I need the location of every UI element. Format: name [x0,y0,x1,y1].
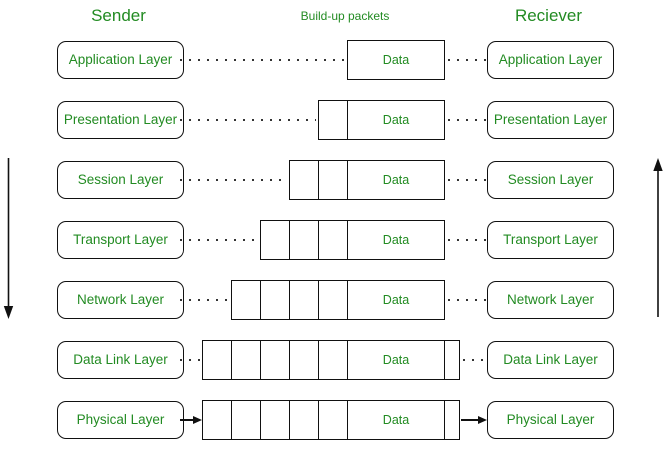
packet-data-label: Data [382,413,410,427]
packet-data-label: Data [382,53,410,67]
receiver-layer-box-network: Network Layer [487,281,614,319]
packet-data-label: Data [382,113,410,127]
packet-box-application: Data [347,40,445,80]
packet-header-cell [261,281,290,319]
receiver-layer-label-session: Session Layer [507,172,594,187]
packet-header-cell [261,221,290,259]
connector-dotted-left-network [180,298,229,302]
packet-header-cell [232,281,261,319]
connector-dotted-left-transport [180,238,258,242]
packet-data-label: Data [382,353,410,367]
packet-header-cell [319,101,348,139]
sender-layer-label-physical: Physical Layer [76,412,165,427]
sender-layer-box-physical: Physical Layer [57,401,184,439]
packet-header-cell [261,401,290,439]
sender-layer-box-session: Session Layer [57,161,184,199]
packet-header-cell [232,341,261,379]
receiver-layer-label-datalink: Data Link Layer [503,352,598,367]
receiver-layer-label-presentation: Presentation Layer [493,112,608,127]
sender-layer-label-datalink: Data Link Layer [73,352,168,367]
connector-dotted-right-presentation [448,118,486,122]
packet-header-cell [232,401,261,439]
packet-data-section-network: Data [348,281,444,319]
sender-layer-label-transport: Transport Layer [73,232,168,247]
sender-heading: Sender [91,6,146,25]
packet-data-label: Data [382,293,410,307]
connector-dotted-right-application [448,58,486,62]
receiver-heading: Reciever [514,6,583,25]
sender-layer-box-application: Application Layer [57,41,184,79]
receiver-layer-label-application: Application Layer [498,52,603,67]
packet-header-cell [319,161,348,199]
connector-dotted-right-session [448,178,486,182]
sender-downward-flow-arrow [3,158,14,319]
sender-layer-box-network: Network Layer [57,281,184,319]
packet-data-section-session: Data [348,161,444,199]
packet-header-cell [319,401,348,439]
packet-header-cell [290,341,319,379]
receiver-layer-label-network: Network Layer [506,292,595,307]
packet-header-cell [290,221,319,259]
receiver-layer-box-transport: Transport Layer [487,221,614,259]
packet-header-cell [203,341,232,379]
build-up-packets-heading: Build-up packets [300,9,390,23]
connector-arrow-left-head-physical [193,415,202,424]
packet-header-cell [319,281,348,319]
packet-data-label: Data [382,233,410,247]
connector-dotted-left-session [180,178,287,182]
sender-layer-box-transport: Transport Layer [57,221,184,259]
packet-header-cell [290,401,319,439]
connector-dotted-right-transport [448,238,486,242]
packet-header-cell [261,341,290,379]
packet-header-cell [319,341,348,379]
packet-box-datalink: Data [202,340,460,380]
receiver-layer-box-session: Session Layer [487,161,614,199]
packet-header-cell [319,221,348,259]
connector-dotted-right-datalink [463,358,486,362]
packet-header-cell [203,401,232,439]
receiver-upward-flow-arrow [653,158,663,317]
receiver-layer-label-transport: Transport Layer [503,232,598,247]
sender-layer-label-network: Network Layer [76,292,165,307]
connector-arrow-right-head-physical [478,415,487,424]
receiver-layer-box-presentation: Presentation Layer [487,101,614,139]
connector-dotted-left-presentation [180,118,316,122]
connector-arrow-right-line-physical [461,419,479,421]
sender-layer-box-datalink: Data Link Layer [57,341,184,379]
connector-dotted-left-datalink [180,358,200,362]
packet-box-presentation: Data [318,100,445,140]
connector-dotted-right-network [448,298,486,302]
packet-trailer-cell [444,401,459,439]
packet-data-section-application: Data [348,41,444,79]
packet-data-section-datalink: Data [348,341,444,379]
packet-header-cell [290,161,319,199]
packet-box-session: Data [289,160,445,200]
packet-box-transport: Data [260,220,445,260]
packet-trailer-cell [444,341,459,379]
packet-box-physical: Data [202,400,460,440]
receiver-layer-box-datalink: Data Link Layer [487,341,614,379]
receiver-layer-box-application: Application Layer [487,41,614,79]
receiver-layer-box-physical: Physical Layer [487,401,614,439]
connector-dotted-left-application [180,58,345,62]
packet-data-section-transport: Data [348,221,444,259]
sender-layer-label-session: Session Layer [77,172,164,187]
receiver-layer-label-physical: Physical Layer [506,412,595,427]
sender-layer-label-application: Application Layer [68,52,173,67]
packet-data-section-physical: Data [348,401,444,439]
packet-data-section-presentation: Data [348,101,444,139]
packet-header-cell [290,281,319,319]
connector-arrow-left-line-physical [180,419,194,421]
sender-layer-box-presentation: Presentation Layer [57,101,184,139]
sender-layer-label-presentation: Presentation Layer [63,112,178,127]
packet-box-network: Data [231,280,445,320]
packet-data-label: Data [382,173,410,187]
